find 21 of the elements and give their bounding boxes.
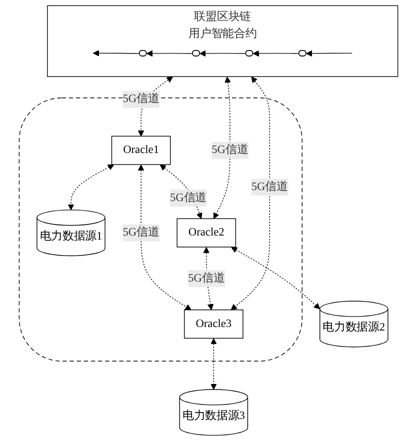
edge-label: 5G信道	[170, 192, 207, 204]
edge-label: 5G信道	[251, 180, 288, 193]
arrow	[231, 246, 320, 310]
edge-label: 5G信道	[212, 144, 248, 156]
arrow	[146, 50, 194, 57]
arrow	[92, 50, 140, 56]
edge-label: 5G信道	[188, 272, 225, 284]
arrow	[306, 50, 352, 57]
node-box: Oracle1	[111, 136, 171, 165]
arrow	[210, 338, 217, 390]
arrow	[200, 50, 246, 57]
arrow	[68, 164, 114, 210]
cluster: 联盟区块链 用户智能合约	[47, 5, 398, 77]
arrow	[252, 50, 300, 57]
edge-label: 5G信道	[122, 226, 160, 239]
arrow	[230, 76, 270, 310]
arrow	[138, 164, 192, 310]
node-box: Oracle3	[184, 310, 244, 339]
edge-label: 5G信道	[122, 92, 160, 105]
arrow	[213, 76, 231, 219]
node-box: Oracle2	[176, 218, 236, 248]
